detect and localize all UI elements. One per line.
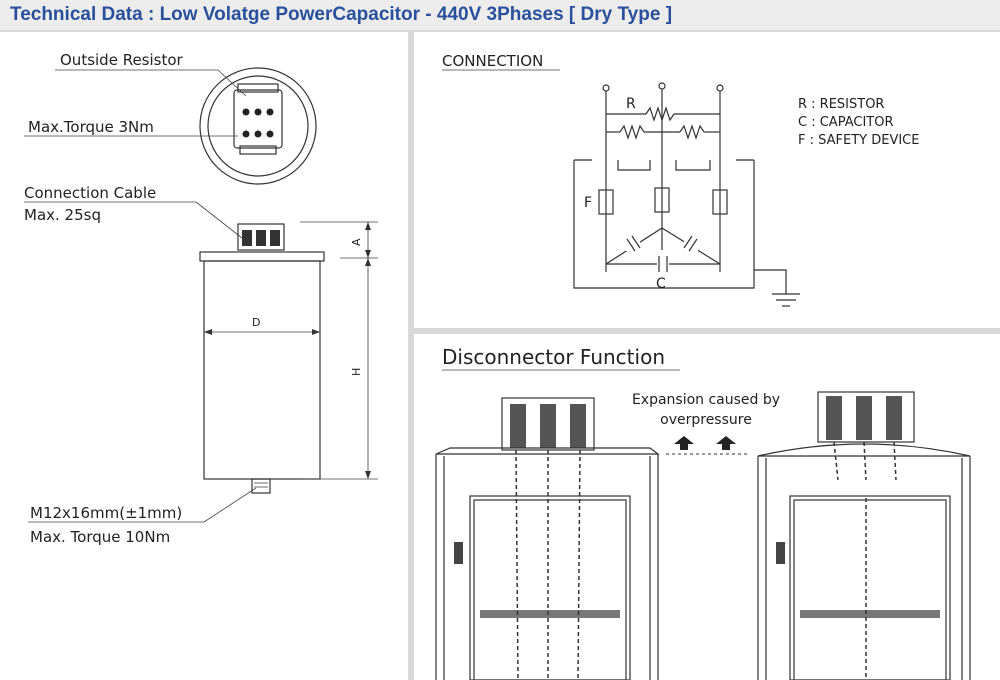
capacitor-expanded-state [757,391,971,680]
max-25sq-label: Max. 25sq [24,206,101,224]
c-label: C [656,276,666,292]
legend-resistor: R : RESISTOR [798,97,884,112]
expansion-note-line1: Expansion caused by [632,392,780,408]
arrow-up-icon [674,436,694,450]
terminal-block-top [233,89,283,149]
dim-h-label: H [350,368,363,376]
capacitor-normal-state [435,397,660,680]
m12-stud [251,478,271,494]
dim-a-label: A [350,238,363,246]
capacitor-lid [199,251,325,262]
disconnector-heading: Disconnector Function [442,345,665,369]
top-view-outer-ring [199,67,317,185]
side-terminal-block [237,223,285,251]
disconnector-drawing: Disconnector Function Expansion caused b… [435,345,971,680]
m12-label: M12x16mm(±1mm) [30,504,182,522]
dim-d-label: D [252,316,260,329]
connection-schematic: CONNECTION R F [442,52,919,307]
connection-cable-label: Connection Cable [24,184,156,202]
max-torque-bottom-label: Max. Torque 10Nm [30,528,170,546]
outside-resistor-label: Outside Resistor [60,51,184,69]
legend-capacitor: C : CAPACITOR [798,115,893,130]
expansion-note-line2: overpressure [660,412,752,428]
r-label: R [626,96,636,112]
disconnector-panel: Disconnector Function Expansion caused b… [414,334,1000,680]
outside-resistor-block [237,83,279,93]
terminal-block-bottom [239,145,277,155]
connection-heading: CONNECTION [442,52,543,70]
page-title: Technical Data : Low Volatge PowerCapaci… [0,0,1000,30]
arrow-up-icon [716,436,736,450]
dimension-drawing-panel: Outside Resistor Max.Torque 3Nm Connecti… [0,32,408,680]
capacitor-dimension-drawing: Outside Resistor Max.Torque 3Nm Connecti… [24,51,378,546]
top-view-inner-ring [207,75,309,177]
f-label: F [584,195,592,211]
capacitor-can [203,260,321,480]
connection-panel: CONNECTION R F [414,32,1000,328]
legend-safety-device: F : SAFETY DEVICE [798,133,919,148]
max-torque-top-label: Max.Torque 3Nm [28,118,154,136]
